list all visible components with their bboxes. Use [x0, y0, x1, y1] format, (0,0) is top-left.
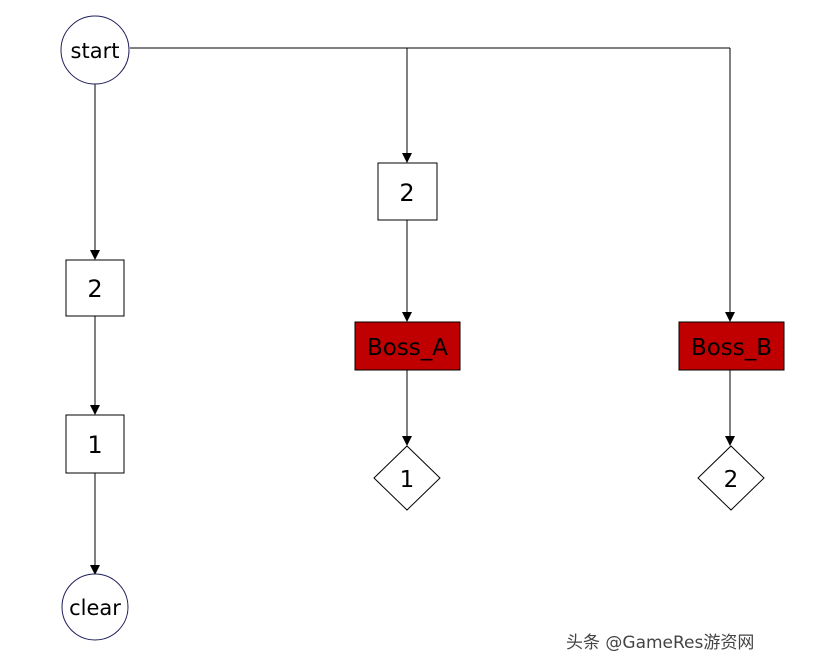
mid-diamond-label: 1: [400, 467, 415, 493]
boss-a-node: [354, 321, 461, 371]
watermark-text: 头条 @GameRes游资网: [566, 633, 755, 653]
start-label: start: [71, 39, 120, 63]
boss-a-label: Boss_A: [367, 335, 448, 361]
left-box-1-label: 1: [87, 431, 102, 459]
boss-b-node: [678, 321, 785, 371]
left-box-1: [65, 414, 125, 474]
right-diamond: [697, 445, 765, 511]
right-diamond-label: 2: [724, 467, 739, 493]
mid-box-2-label: 2: [399, 179, 414, 207]
boss-b-label: Boss_B: [691, 335, 772, 361]
left-box-2-label: 2: [87, 275, 102, 303]
connectors: [90, 47, 735, 575]
left-box-2: [65, 259, 125, 317]
mid-diamond: [373, 445, 441, 511]
clear-label: clear: [69, 596, 121, 620]
mid-box-2: [377, 162, 438, 221]
start-node: [60, 15, 130, 85]
clear-node: [61, 573, 129, 641]
